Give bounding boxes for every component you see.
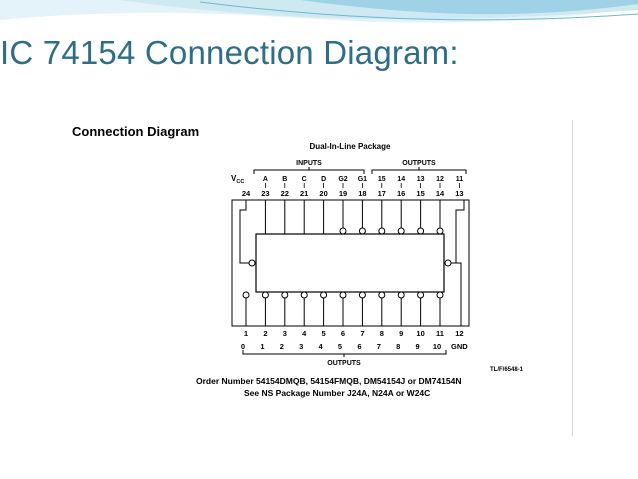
- inputs-label: INPUTS: [296, 160, 322, 167]
- top-pin-bubble: [339, 227, 347, 235]
- top-pin-number: 21: [300, 189, 308, 198]
- bottom-signal-label: 6: [357, 342, 361, 351]
- top-pin-number: 19: [339, 189, 347, 198]
- top-pin-wires: [264, 200, 444, 235]
- gnd-wire: [451, 262, 462, 326]
- top-pin-bubble: [417, 227, 425, 235]
- bottom-pin-number: 5: [322, 329, 326, 338]
- top-pin-bubble: [436, 227, 444, 235]
- top-pin-bubble: [358, 227, 366, 235]
- bottom-pin-number: 8: [380, 329, 384, 338]
- bottom-pin-bubble: [436, 291, 444, 299]
- top-signal-label: B: [282, 176, 287, 183]
- header-wave-decoration: [0, 0, 638, 23]
- ns-package-text: See NS Package Number J24A, N24A or W24C: [244, 388, 430, 398]
- bottom-pin-bubble: [358, 291, 366, 299]
- top-pin-number: 18: [358, 189, 366, 198]
- bottom-signal-label: 2: [280, 342, 284, 351]
- bottom-pin-number: 2: [263, 329, 267, 338]
- slide-title: IC 74154 Connection Diagram:: [0, 34, 459, 71]
- top-signal-label: 13: [417, 176, 425, 183]
- top-pin-number: 24: [242, 189, 251, 198]
- top-pin-number: 13: [455, 189, 463, 198]
- bottom-signal-label: 3: [299, 342, 303, 351]
- gnd-label: GND: [451, 342, 468, 351]
- top-signal-label: C: [302, 176, 307, 183]
- bottom-pin-number: 4: [302, 329, 307, 338]
- bottom-pin-number: 1: [244, 329, 248, 338]
- bottom-pin-bubble: [300, 291, 308, 299]
- bottom-pin-bubble: [320, 291, 328, 299]
- inputs-brace: [253, 167, 365, 174]
- vcc-label: VCC: [231, 174, 244, 185]
- bottom-signal-labels: 0 1 2 3 4 5 6 7 8 9 10: [241, 342, 441, 351]
- top-signal-label: G2: [338, 176, 347, 183]
- bottom-signal-label: 4: [319, 342, 324, 351]
- outputs-top-brace: [371, 167, 467, 174]
- pin-13-wire: [455, 200, 465, 263]
- bottom-signal-label: 0: [241, 342, 245, 351]
- bottom-pin-number: 7: [360, 329, 364, 338]
- bottom-signal-label: 9: [416, 342, 420, 351]
- outputs-top-label: OUTPUTS: [402, 160, 436, 167]
- gnd-pin-bubble: [444, 259, 452, 267]
- bottom-pin-bubble: [261, 291, 269, 299]
- outputs-bottom-label: OUTPUTS: [327, 360, 361, 367]
- vcc-wire: [239, 200, 249, 264]
- vcc-sub: CC: [236, 179, 244, 185]
- top-pin-numbers: 24 23 22 21 20 19 18 17 16 15 14 13: [242, 189, 464, 198]
- package-outline: [231, 199, 470, 327]
- top-signal-label: 15: [378, 176, 386, 183]
- bottom-signal-label: 8: [396, 342, 400, 351]
- bottom-pin-number: 3: [283, 329, 287, 338]
- figure-heading: Connection Diagram: [72, 124, 200, 139]
- bottom-pin-bubble: [242, 291, 250, 299]
- top-pin-number: 22: [281, 189, 289, 198]
- bottom-pin-number: 9: [399, 329, 403, 338]
- bottom-pin-number: 10: [416, 329, 424, 338]
- top-signal-label: G1: [358, 176, 367, 183]
- bottom-pin-number: 11: [436, 329, 444, 338]
- top-pin-number: 17: [378, 189, 386, 198]
- decoder-chip-body: [255, 233, 445, 293]
- top-pin-bubble: [378, 227, 386, 235]
- top-signal-label: 14: [397, 176, 405, 183]
- bottom-signal-label: 5: [338, 342, 342, 351]
- bottom-signal-label: 10: [433, 342, 441, 351]
- top-pin-number: 15: [416, 189, 424, 198]
- bottom-signal-label: 7: [377, 342, 381, 351]
- vcc-pin-bubble: [248, 259, 256, 267]
- top-signal-label: 11: [456, 176, 464, 183]
- top-pin-bubble: [397, 227, 405, 235]
- figure-edge: [572, 120, 573, 436]
- top-signal-label: A: [263, 176, 268, 183]
- package-label: Dual-In-Line Package: [310, 142, 391, 151]
- top-pin-number: 14: [436, 189, 445, 198]
- bottom-pin-bubble: [417, 291, 425, 299]
- bottom-pin-bubble: [339, 291, 347, 299]
- top-pin-number: 23: [261, 189, 269, 198]
- bottom-signal-label: 1: [260, 342, 264, 351]
- vcc-main: V: [231, 174, 237, 183]
- bottom-pin-bubble: [397, 291, 405, 299]
- bottom-pin-number: 12: [455, 329, 463, 338]
- outputs-bottom-brace: [242, 350, 447, 357]
- top-pin-number: 20: [319, 189, 327, 198]
- bottom-pin-bubble: [378, 291, 386, 299]
- top-signal-labels: A B C D G2 G1 15 14 13 12 11: [263, 176, 463, 188]
- bottom-pin-number: 6: [341, 329, 345, 338]
- order-number-text: Order Number 54154DMQB, 54154FMQB, DM541…: [196, 376, 462, 386]
- top-signal-label: D: [321, 176, 326, 183]
- top-signal-label: 12: [436, 176, 444, 183]
- bottom-pin-wires: [242, 291, 444, 326]
- bottom-pin-bubble: [281, 291, 289, 299]
- figure-code: TL/F/6548-1: [490, 367, 524, 373]
- top-pin-number: 16: [397, 189, 405, 198]
